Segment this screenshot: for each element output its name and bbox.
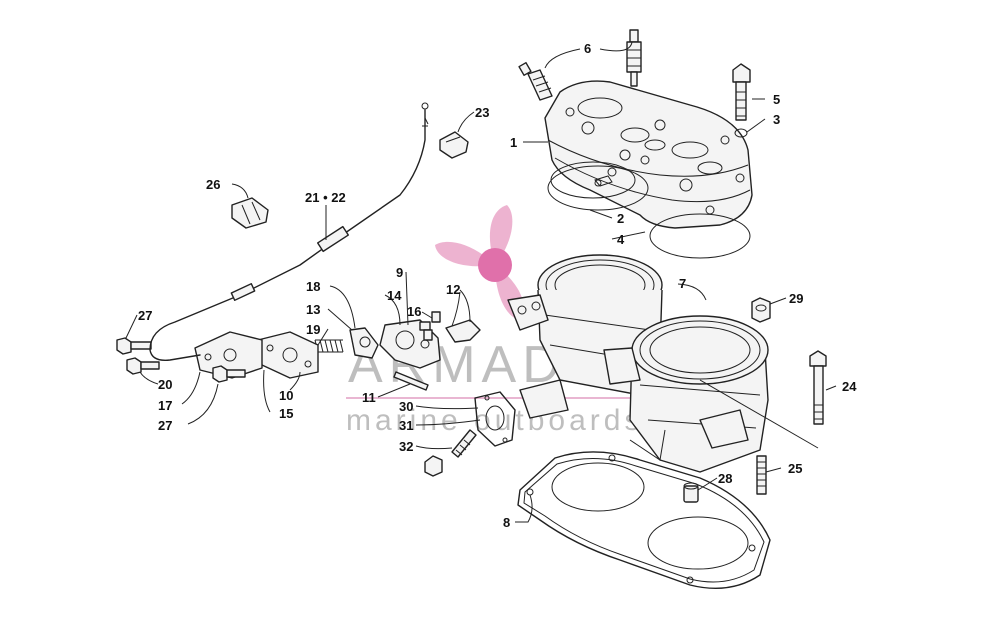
callout-8: 8 <box>503 515 510 530</box>
flange-nut <box>751 297 771 323</box>
watermark-tagline: marine outboards <box>346 404 643 437</box>
callout-27-upper: 27 <box>138 308 152 323</box>
cylinder-block <box>507 254 769 473</box>
callout-16: 16 <box>407 304 421 319</box>
callout-17: 17 <box>158 398 172 413</box>
callout-26: 26 <box>206 177 220 192</box>
bolt-20 <box>126 357 160 375</box>
callout-24: 24 <box>842 379 857 394</box>
callout-7: 7 <box>679 276 686 291</box>
actuator-housing <box>194 331 263 379</box>
callout-5: 5 <box>773 92 780 107</box>
small-fittings <box>423 311 441 341</box>
callout-30: 30 <box>399 399 413 414</box>
callout-15: 15 <box>279 406 293 421</box>
valve-spring <box>314 339 344 353</box>
bolt-27-lower <box>212 365 246 383</box>
callout-21-22: 21 • 22 <box>305 190 346 205</box>
callout-12: 12 <box>446 282 460 297</box>
cable-clip <box>439 131 469 159</box>
callout-25: 25 <box>788 461 802 476</box>
valve-cover <box>257 331 319 379</box>
head-gaskets <box>547 161 751 259</box>
callout-labels: 1 2 3 4 5 6 7 8 9 10 11 12 13 14 15 16 1… <box>138 41 857 530</box>
callout-3: 3 <box>773 112 780 127</box>
callout-23: 23 <box>475 105 489 120</box>
callout-4: 4 <box>617 232 625 247</box>
spark-plug-right <box>626 29 642 87</box>
cylinder-bolt <box>809 350 827 425</box>
callout-27-lower: 27 <box>158 418 172 433</box>
stud <box>756 455 767 495</box>
callout-20: 20 <box>158 377 172 392</box>
cable-grommet <box>231 197 269 229</box>
exhaust-stud <box>424 429 477 477</box>
head-bolt <box>732 63 751 121</box>
base-gasket <box>517 451 771 590</box>
exhaust-valve-gasket <box>474 391 516 447</box>
spark-plug-left <box>518 61 553 101</box>
callout-11: 11 <box>362 390 376 405</box>
callout-2: 2 <box>617 211 624 226</box>
bolt-27-upper <box>116 337 152 355</box>
callout-6: 6 <box>584 41 591 56</box>
callout-32: 32 <box>399 439 413 454</box>
callout-1: 1 <box>510 135 517 150</box>
propeller-logo-icon <box>435 205 524 320</box>
callout-13: 13 <box>306 302 320 317</box>
callout-10: 10 <box>279 388 293 403</box>
callout-29: 29 <box>789 291 803 306</box>
washer <box>734 128 748 138</box>
valve-screw <box>393 371 429 391</box>
callout-31: 31 <box>399 418 413 433</box>
callout-28: 28 <box>718 471 732 486</box>
leader-lines <box>125 41 837 523</box>
callout-9: 9 <box>396 265 403 280</box>
cylinder-head <box>544 80 753 229</box>
callout-14: 14 <box>387 288 402 303</box>
callout-19: 19 <box>306 322 320 337</box>
dowel-pin <box>683 482 699 503</box>
exhaust-valve-cable <box>149 102 429 361</box>
callout-18: 18 <box>306 279 320 294</box>
